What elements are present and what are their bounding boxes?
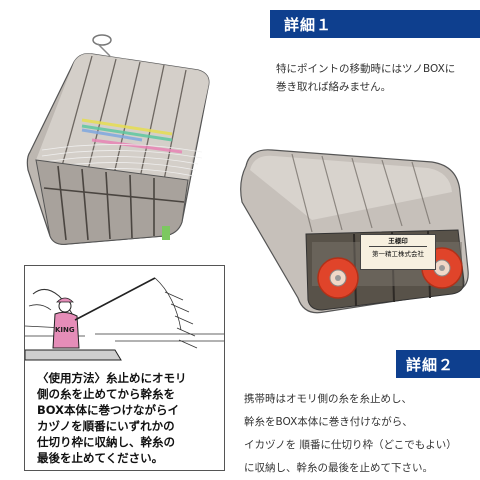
- detail2-description: 携帯時はオモリ側の糸を糸止めし、 幹糸をBOX本体に巻き付けながら、 イカヅノを…: [244, 388, 480, 480]
- detail1-header: 詳細１: [270, 10, 480, 38]
- detail2-line: に収納し、幹糸の最後を止めて下さい。: [244, 462, 433, 474]
- detail2-line: 幹糸をBOX本体に巻き付けながら、: [244, 416, 413, 428]
- fishing-illustration: KING: [25, 277, 224, 361]
- usage-line: BOX本体に巻つけながらイ: [37, 403, 179, 417]
- detail2-header: 詳細２: [396, 350, 480, 378]
- detail1-title: 詳細１: [284, 15, 333, 34]
- detail2-title: 詳細２: [406, 355, 455, 374]
- tackle-box-back-image: 王様印 第一精工株式会社: [232, 142, 472, 332]
- usage-line: 〈使用方法〉糸止めにオモリ: [37, 371, 187, 385]
- usage-line: カヅノを順番にいずれかの: [37, 419, 175, 433]
- product-label: 王様印 第一精工株式会社: [360, 234, 436, 270]
- detail1-line: 特にポイントの移動時にはツノBOXに: [276, 63, 456, 75]
- usage-line: 最後を止めてください。: [37, 451, 164, 465]
- tackle-box-wound-image: [22, 30, 212, 258]
- usage-panel: KING 〈使用方法〉糸止めにオモリ 側の糸を止めてから幹糸を BOX本体に巻つ…: [24, 265, 225, 471]
- usage-instructions: 〈使用方法〉糸止めにオモリ 側の糸を止めてから幹糸を BOX本体に巻つけながらイ…: [37, 370, 221, 466]
- detail2-line: 携帯時はオモリ側の糸を糸止めし、: [244, 393, 412, 405]
- usage-line: 仕切り枠に収納し、幹糸の: [37, 435, 175, 449]
- brand-name: 王様印: [369, 237, 427, 247]
- usage-line: 側の糸を止めてから幹糸を: [37, 387, 175, 401]
- detail1-description: 特にポイントの移動時にはツノBOXに 巻き取れば絡みません。: [276, 60, 476, 96]
- figure-label: KING: [55, 326, 75, 334]
- maker-name: 第一精工株式会社: [372, 250, 424, 258]
- detail2-line: イカヅノを 順番に仕切り枠（どこでもよい）: [244, 439, 457, 451]
- detail1-line: 巻き取れば絡みません。: [276, 81, 392, 93]
